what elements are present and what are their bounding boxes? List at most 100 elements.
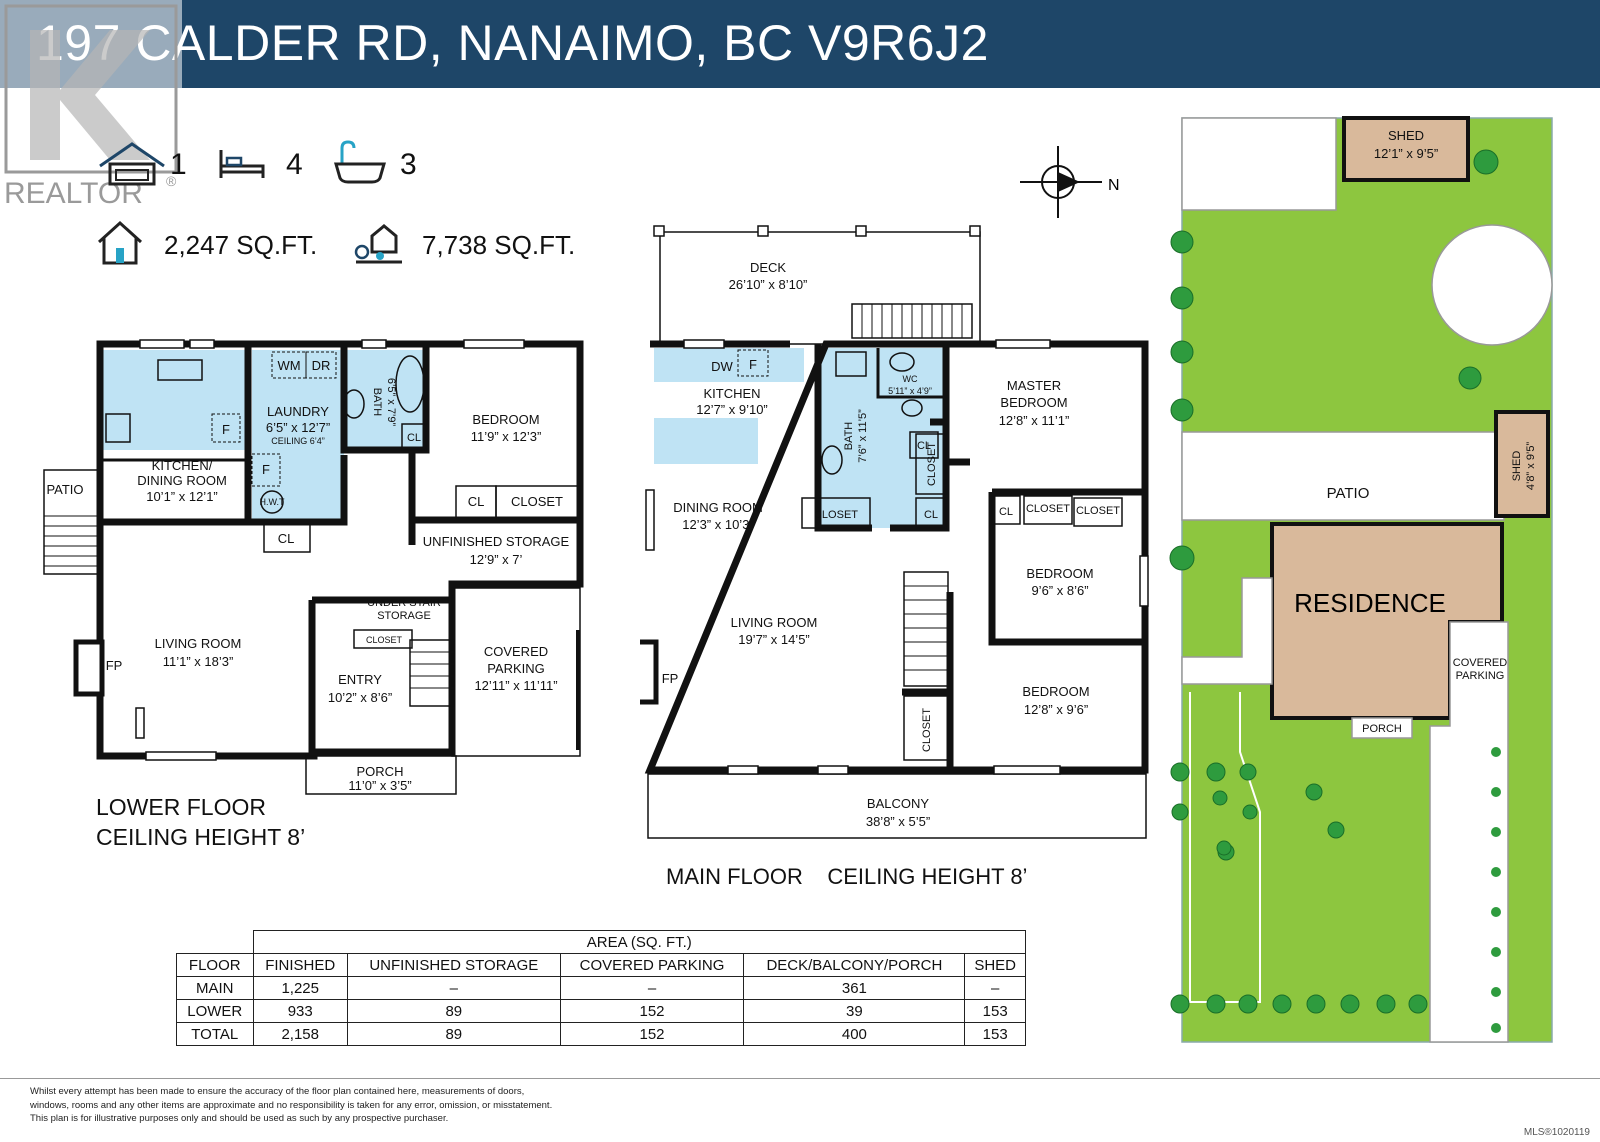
bed-icon (219, 150, 265, 178)
main-kitchen-label: KITCHEN (703, 386, 760, 401)
svg-text:SHED: SHED (1511, 451, 1523, 482)
lower-porch-label: PORCH (357, 764, 404, 779)
svg-text:11’1” x 18’3”: 11’1” x 18’3” (163, 654, 234, 669)
main-floor-plan: DECK 26’10” x 8’10” DW F KITCHEN 12’7” x… (640, 225, 1149, 839)
footer-divider (0, 1078, 1600, 1079)
area-table-col-header: COVERED PARKING (559, 953, 745, 977)
interior-sqft: 2,247 SQ.FT. (164, 230, 318, 260)
svg-text:PARKING: PARKING (487, 661, 545, 676)
svg-text:DW: DW (711, 359, 733, 374)
svg-text:BEDROOM: BEDROOM (1000, 395, 1067, 410)
main-bedroom-2-label: BEDROOM (1026, 566, 1093, 581)
lower-patio-label: PATIO (46, 482, 83, 497)
svg-text:CLOSET: CLOSET (1076, 505, 1120, 517)
svg-text:12’3” x 10’3”: 12’3” x 10’3” (682, 517, 754, 532)
bathroom-count: 3 (400, 148, 417, 181)
svg-text:UNDER STAIR: UNDER STAIR (367, 597, 441, 609)
svg-text:CL: CL (917, 440, 931, 452)
disclaimer: Whilst every attempt has been made to en… (30, 1086, 553, 1124)
svg-text:WC: WC (903, 374, 918, 384)
lower-entry-label: ENTRY (338, 672, 382, 687)
svg-text:COVERED: COVERED (1453, 657, 1507, 669)
garage-icon (99, 142, 165, 186)
svg-text:H.W.T: H.W.T (260, 497, 285, 507)
svg-text:PARKING: PARKING (1456, 670, 1505, 682)
site-shed-1-label: SHED (1388, 128, 1424, 143)
title-banner (0, 0, 1600, 88)
page-title: 197 CALDER RD, NANAIMO, BC V9R6J2 (36, 15, 989, 71)
svg-text:11’9” x 12’3”: 11’9” x 12’3” (471, 429, 542, 444)
main-deck-label: DECK (750, 260, 786, 275)
svg-text:12’9” x 7’: 12’9” x 7’ (470, 552, 523, 567)
svg-text:12’7” x 9’10”: 12’7” x 9’10” (696, 402, 768, 417)
svg-text:26’10” x 8’10”: 26’10” x 8’10” (729, 277, 808, 292)
svg-text:KITCHEN/: KITCHEN/ (152, 458, 213, 473)
svg-text:12’8” x 9’6”: 12’8” x 9’6” (1024, 702, 1088, 717)
area-table-col-header: DECK/BALCONY/PORCH (743, 953, 966, 977)
area-table: AREA (SQ. FT.) FLOOR FINISHED UNFINISHED… (176, 930, 1027, 1046)
svg-text:6’5” x 12’7”: 6’5” x 12’7” (266, 420, 330, 435)
lower-laundry-label: LAUNDRY (267, 404, 329, 419)
svg-text:COVERED: COVERED (484, 644, 548, 659)
svg-text:STORAGE: STORAGE (377, 610, 431, 622)
svg-text:FP: FP (662, 671, 679, 686)
table-row: TOTAL 2,158 89 152 400 153 (176, 1022, 1026, 1046)
svg-text:CLOSET: CLOSET (926, 442, 938, 486)
svg-text:CLOSET: CLOSET (511, 494, 563, 509)
area-table-col-header: SHED (964, 953, 1026, 977)
bathtub-icon (334, 140, 386, 184)
svg-text:CL: CL (407, 432, 421, 444)
svg-text:19’7” x 14’5”: 19’7” x 14’5” (738, 632, 810, 647)
svg-text:CLOSET: CLOSET (814, 509, 858, 521)
svg-text:BATH: BATH (843, 422, 855, 451)
svg-text:12’1” x 9’5”: 12’1” x 9’5” (1374, 146, 1438, 161)
svg-text:CL: CL (278, 531, 295, 546)
main-balcony-label: BALCONY (867, 796, 929, 811)
lower-living-room-label: LIVING ROOM (155, 636, 242, 651)
svg-text:DINING ROOM: DINING ROOM (137, 473, 227, 488)
main-living-room-label: LIVING ROOM (731, 615, 818, 630)
lower-floor-ceiling-caption: CEILING HEIGHT 8’ (96, 824, 306, 850)
area-table-floor-header: FLOOR (176, 953, 254, 977)
area-table-col-header: FINISHED (252, 953, 348, 977)
svg-text:CEILING 6’4”: CEILING 6’4” (271, 436, 325, 446)
site-plan: SHED 12’1” x 9’5” PATIO SHED 4’8” x 9’5”… (1169, 116, 1553, 1043)
svg-text:9’6” x 8’6”: 9’6” x 8’6” (1031, 583, 1088, 598)
svg-text:CL: CL (999, 506, 1013, 518)
lower-laundry-fill (252, 350, 344, 522)
svg-text:CLOSET: CLOSET (921, 708, 933, 752)
compass-rose: N (1020, 146, 1120, 218)
lower-floor-caption: LOWER FLOOR (96, 794, 266, 820)
svg-text:10’1” x 12’1”: 10’1” x 12’1” (146, 489, 218, 504)
svg-text:F: F (749, 357, 757, 372)
site-porch-label: PORCH (1362, 723, 1402, 735)
site-residence-label: RESIDENCE (1294, 588, 1446, 618)
svg-text:F: F (222, 422, 230, 437)
svg-text:10’2” x 8’6”: 10’2” x 8’6” (328, 690, 392, 705)
svg-text:6’5” x 7’9”: 6’5” x 7’9” (385, 378, 397, 427)
lower-bath-fill (346, 350, 426, 450)
main-floor-caption: MAIN FLOOR CEILING HEIGHT 8’ (666, 864, 1028, 889)
table-row: LOWER 933 89 152 39 153 (176, 999, 1026, 1023)
lower-bedroom-label: BEDROOM (472, 412, 539, 427)
table-row: MAIN 1,225 – – 361 – (176, 976, 1026, 1000)
main-dining-room-label: DINING ROOM (673, 500, 763, 515)
svg-text:CL: CL (924, 509, 938, 521)
svg-text:WM: WM (277, 358, 300, 373)
svg-text:FP: FP (106, 658, 123, 673)
area-table-group-row: AREA (SQ. FT.) (177, 930, 1027, 954)
mls-number: MLS®1020119 (1523, 1127, 1590, 1138)
compass-north-label: N (1108, 177, 1120, 194)
realtor-logo: REALTOR ® (0, 0, 182, 210)
svg-text:MASTER: MASTER (1007, 378, 1061, 393)
lot-icon (354, 224, 402, 264)
lower-kitchen-fill (102, 350, 248, 450)
svg-text:12’8” x 11’1”: 12’8” x 11’1” (999, 413, 1070, 428)
bedroom-count: 4 (286, 148, 303, 181)
lower-floor-plan: PATIO KITCHEN/ DINING ROOM 10’1” x 12’1”… (43, 339, 584, 795)
svg-text:7’6” x 11’5”: 7’6” x 11’5” (857, 409, 869, 463)
svg-text:DR: DR (312, 358, 331, 373)
svg-text:BATH: BATH (371, 388, 383, 417)
site-patio-label: PATIO (1327, 485, 1370, 502)
house-icon (97, 220, 143, 265)
